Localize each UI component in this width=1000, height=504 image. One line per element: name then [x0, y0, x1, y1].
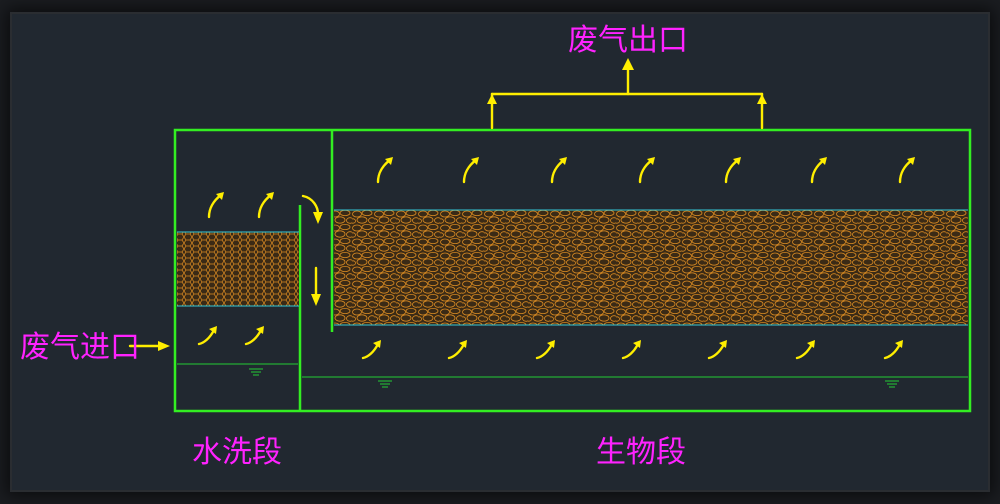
flow-arrow-icon: [376, 155, 395, 184]
flow-arrow-icon: [898, 155, 917, 184]
flow-arrow-icon: [361, 338, 383, 360]
flow-arrow-icon: [535, 338, 557, 360]
flow-arrow-icon: [883, 338, 905, 360]
down-arrow-icon: [311, 266, 321, 306]
flow-arrow-icon: [244, 324, 266, 346]
flow-arrow-icon: [810, 155, 829, 184]
bio-section-label: 生物段: [596, 435, 686, 470]
bio-packing-layer: [334, 210, 968, 325]
flow-arrow-icon: [622, 58, 634, 70]
flow-arrow-icon: [724, 155, 743, 184]
flow-arrow-icon: [197, 324, 219, 346]
flow-arrow-icon: [638, 155, 657, 184]
inlet-label: 废气进口: [20, 330, 140, 365]
inlet-arrow-icon: [128, 341, 170, 351]
flow-arrow-icon: [707, 338, 729, 360]
flow-arrow-icon: [550, 155, 569, 184]
flow-arrow-icon: [795, 338, 817, 360]
outlet-label: 废气出口: [568, 23, 688, 58]
flow-arrow-icon: [621, 338, 643, 360]
outlet-manifold: [487, 58, 767, 130]
flow-arrow-icon: [207, 190, 226, 219]
vessel-outline: [173, 128, 972, 413]
flow-arrow-icon: [257, 190, 276, 219]
flow-arrow-icon: [462, 155, 481, 184]
flow-arrow-icon: [447, 338, 469, 360]
transfer-arrow-icon: [301, 194, 323, 224]
water-level-icon: [884, 380, 900, 388]
flow-arrow-icon: [757, 94, 767, 104]
water-level-icon: [377, 380, 393, 388]
wash-section-label: 水洗段: [192, 435, 282, 470]
wash-packing-layer: [177, 232, 299, 306]
water-level-icon: [248, 368, 264, 376]
flow-arrow-icon: [487, 94, 497, 104]
